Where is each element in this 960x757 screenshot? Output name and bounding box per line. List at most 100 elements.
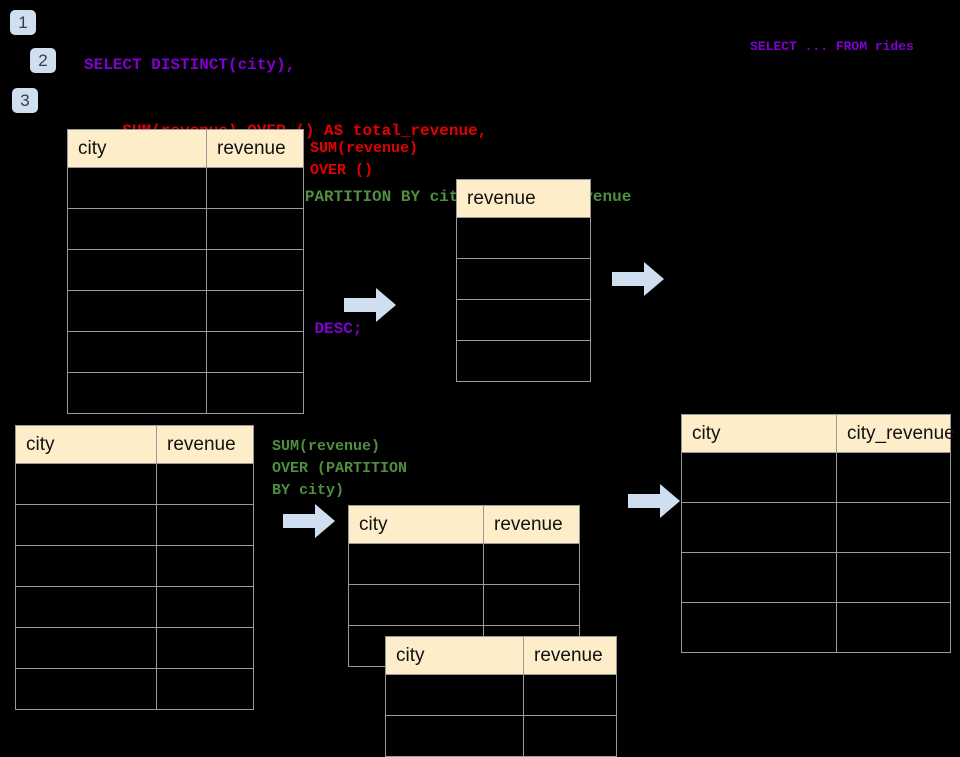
cell-revenue <box>456 217 591 259</box>
column-header-revenue: revenue <box>456 179 591 218</box>
cell-city <box>67 208 207 250</box>
table-header-row: city revenue <box>385 636 617 675</box>
table-rides-top: city revenue <box>67 129 304 414</box>
table-row <box>67 372 304 414</box>
table-row <box>15 627 254 669</box>
cell-revenue <box>156 463 254 505</box>
cell-revenue <box>483 543 580 585</box>
table-row <box>67 208 304 250</box>
column-header-revenue: revenue <box>206 129 304 168</box>
table-row <box>15 545 254 587</box>
column-header-city: city <box>67 129 207 168</box>
cell-city-revenue <box>836 502 951 553</box>
cell-revenue <box>156 627 254 669</box>
cell-revenue <box>156 668 254 710</box>
table-header-row: city city_revenue <box>681 414 955 453</box>
cell-city <box>67 290 207 332</box>
column-header-city: city <box>681 414 837 453</box>
table-row <box>348 584 580 626</box>
arrow-right-icon <box>612 262 664 296</box>
table-row <box>681 502 951 553</box>
table-rides-bottom: city revenue <box>15 425 254 710</box>
cell-revenue <box>456 258 591 300</box>
cell-revenue <box>483 584 580 626</box>
cell-revenue <box>523 674 617 716</box>
column-header-city-revenue: city_revenue <box>836 414 955 453</box>
cell-revenue <box>206 372 304 414</box>
cell-city <box>15 545 157 587</box>
table-row <box>456 340 591 382</box>
cell-revenue <box>456 299 591 341</box>
cell-revenue <box>156 545 254 587</box>
cell-revenue <box>456 340 591 382</box>
cell-revenue <box>206 331 304 373</box>
cell-city <box>681 452 837 503</box>
table-row <box>15 504 254 546</box>
table-row <box>67 331 304 373</box>
table-partition-group-b: city revenue <box>385 636 617 757</box>
table-row <box>348 543 580 585</box>
annotation-total-revenue: SUM(revenue) OVER () <box>310 140 419 179</box>
column-header-revenue: revenue <box>523 636 617 675</box>
table-row <box>67 249 304 291</box>
step-badge-1: 1 <box>10 10 36 35</box>
table-header-row: city revenue <box>67 129 304 168</box>
table-row <box>456 217 591 259</box>
arrow-right-icon <box>628 484 680 518</box>
table-row <box>15 586 254 628</box>
column-header-city: city <box>348 505 484 544</box>
cell-city <box>67 249 207 291</box>
cell-city <box>681 552 837 603</box>
table-row <box>15 668 254 710</box>
column-header-revenue: revenue <box>483 505 580 544</box>
cell-city <box>385 715 524 757</box>
cell-city <box>15 463 157 505</box>
table-header-row: revenue <box>456 179 591 218</box>
cell-revenue <box>156 504 254 546</box>
cell-city-revenue <box>836 552 951 603</box>
table-row <box>15 463 254 505</box>
cell-revenue <box>156 586 254 628</box>
table-row <box>681 602 951 653</box>
arrow-right-icon <box>344 288 396 322</box>
cell-revenue <box>206 208 304 250</box>
cell-revenue <box>206 249 304 291</box>
table-row <box>681 452 951 503</box>
table-row <box>456 299 591 341</box>
cell-city <box>15 627 157 669</box>
column-header-revenue: revenue <box>156 425 254 464</box>
cell-city <box>385 674 524 716</box>
table-result: city city_revenue <box>681 414 955 653</box>
annotation-city-revenue: SUM(revenue) OVER (PARTITION BY city) <box>272 438 408 499</box>
cell-city <box>15 586 157 628</box>
table-row <box>385 674 617 716</box>
step-badge-2: 2 <box>30 48 56 73</box>
table-row <box>681 552 951 603</box>
cell-city <box>67 167 207 209</box>
cell-city <box>348 543 484 585</box>
sql-from-note: SELECT ... FROM rides <box>750 39 914 54</box>
sql-line-select: SELECT DISTINCT(city), <box>84 56 296 74</box>
cell-revenue <box>206 167 304 209</box>
table-row <box>456 258 591 300</box>
table-header-row: city revenue <box>15 425 254 464</box>
cell-city <box>348 584 484 626</box>
column-header-city: city <box>15 425 157 464</box>
table-row <box>385 715 617 757</box>
table-row <box>67 167 304 209</box>
cell-city-revenue <box>836 452 951 503</box>
cell-city <box>67 331 207 373</box>
cell-city <box>681 502 837 553</box>
cell-revenue <box>523 715 617 757</box>
cell-city <box>67 372 207 414</box>
cell-revenue <box>206 290 304 332</box>
step-badge-3: 3 <box>12 88 38 113</box>
column-header-city: city <box>385 636 524 675</box>
cell-city <box>681 602 837 653</box>
arrow-right-icon <box>283 504 335 538</box>
table-partition-group-a: city revenue <box>348 505 580 667</box>
cell-city <box>15 504 157 546</box>
cell-city <box>15 668 157 710</box>
table-row <box>67 290 304 332</box>
table-header-row: city revenue <box>348 505 580 544</box>
